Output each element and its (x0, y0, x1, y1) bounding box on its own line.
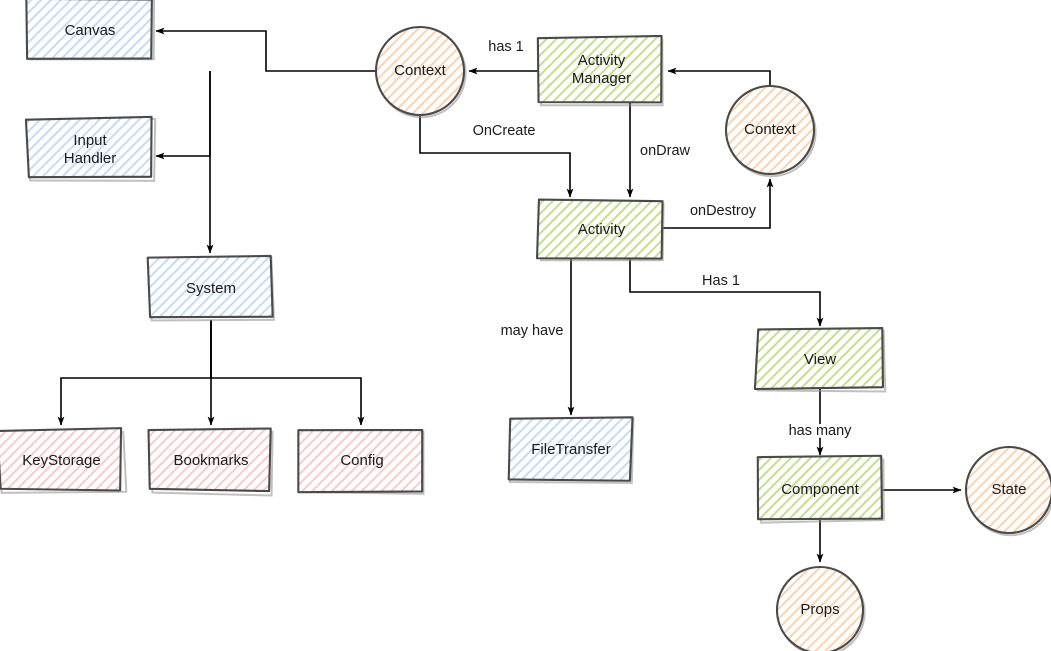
node-shape (775, 565, 865, 651)
node-context-1[interactable]: Context (374, 25, 467, 119)
edge-context1-activity[interactable] (419, 115, 574, 198)
node-shape (24, 115, 153, 179)
node-shape (753, 327, 884, 391)
edge-label-mayhave: may have (501, 323, 564, 339)
node-shape (0, 427, 123, 492)
edge-system-config[interactable] (210, 320, 365, 426)
edge-context2-am[interactable] (667, 67, 771, 86)
edge-system-keystorage[interactable] (57, 320, 212, 426)
node-shape (146, 254, 274, 319)
edge-context1-input[interactable] (155, 71, 211, 160)
edge-label-halo: may have (501, 323, 564, 339)
node-bookmarks[interactable]: Bookmarks (147, 427, 274, 497)
edge-label-halo: Has 1 (702, 273, 740, 289)
node-config[interactable]: Config (297, 428, 425, 495)
node-shape (535, 198, 664, 260)
edge-label-halo: onDestroy (690, 203, 757, 219)
node-canvas[interactable]: Canvas (25, 0, 156, 61)
node-shape (964, 445, 1051, 535)
edge-label-halo: OnCreate (473, 123, 536, 139)
edge-label-halo: onDraw (640, 143, 690, 159)
edge-label-ondestroy: onDestroy (690, 203, 757, 219)
node-state[interactable]: State (964, 445, 1051, 537)
edge-label-oncreate: OnCreate (473, 123, 536, 139)
node-shape (147, 427, 272, 493)
node-shape (374, 25, 466, 117)
edge-label-has1-top: has 1 (488, 39, 523, 55)
node-system[interactable]: System (146, 254, 275, 322)
node-shape (536, 34, 663, 104)
node-shape (724, 84, 816, 176)
node-activity[interactable]: Activity (535, 198, 665, 262)
node-shape (507, 416, 634, 482)
node-view[interactable]: View (753, 327, 887, 393)
node-context-2[interactable]: Context (724, 84, 817, 178)
node-component[interactable]: Component (756, 454, 885, 524)
node-shape (756, 454, 884, 521)
edge-context1-canvas[interactable] (155, 27, 376, 72)
edge-label-has1-view: Has 1 (702, 273, 740, 289)
edge-label-halo: has 1 (488, 39, 523, 55)
edge-activity-context2[interactable] (663, 178, 774, 229)
edge-label-ondraw: onDraw (640, 143, 690, 159)
edges-layer (57, 27, 962, 563)
node-shape (297, 428, 424, 494)
node-keystorage[interactable]: KeyStorage (0, 427, 128, 494)
node-shape (25, 0, 153, 60)
node-props[interactable]: Props (775, 565, 866, 651)
node-filetransfer[interactable]: FileTransfer (507, 416, 635, 484)
edge-activity-view[interactable] (629, 258, 824, 327)
